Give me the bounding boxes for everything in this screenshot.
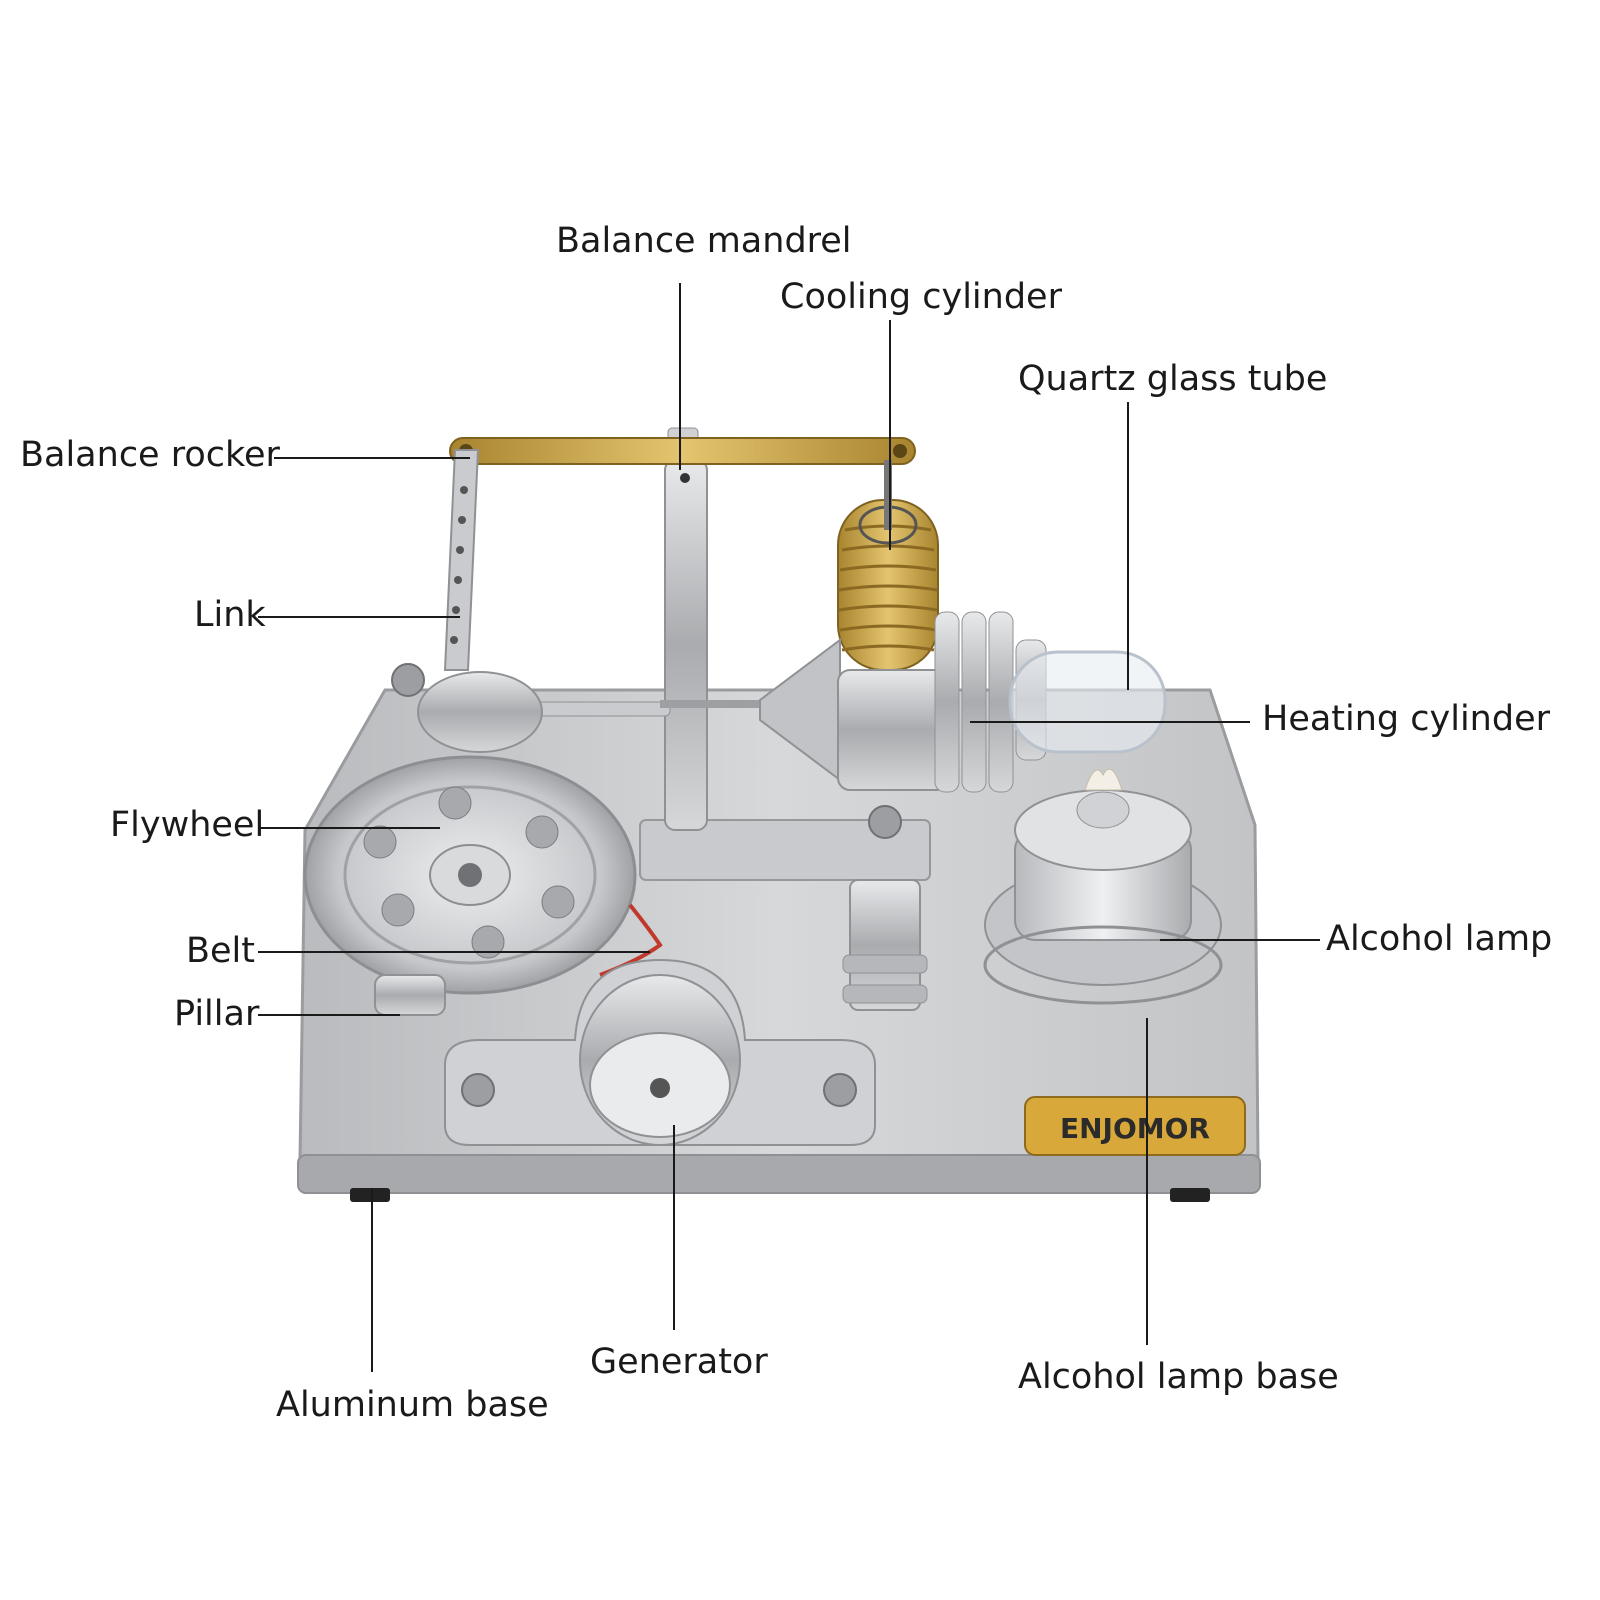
- label-cooling-cylinder: Cooling cylinder: [780, 277, 1062, 317]
- brand-logo-text: ENJOMOR: [1060, 1112, 1210, 1145]
- frame: [391, 663, 931, 1011]
- label-link: Link: [194, 595, 266, 635]
- leader-lines: [258, 283, 1320, 1372]
- alcohol-lamp: [983, 768, 1223, 1005]
- brand-plate: ENJOMOR: [1024, 1096, 1246, 1156]
- balance-rocker: [449, 437, 916, 465]
- crank-hub: [417, 671, 543, 753]
- label-generator: Generator: [590, 1342, 768, 1382]
- label-belt: Belt: [186, 931, 255, 971]
- cooling-cylinder: [837, 460, 939, 671]
- quartz-glass-tube: [1008, 650, 1167, 754]
- label-flywheel: Flywheel: [110, 805, 265, 845]
- label-pillar: Pillar: [174, 994, 260, 1034]
- label-aluminum-base: Aluminum base: [276, 1385, 549, 1425]
- generator: [444, 958, 876, 1146]
- label-heating-cylinder: Heating cylinder: [1262, 699, 1550, 739]
- flywheel: [303, 755, 637, 995]
- label-alcohol-lamp-base: Alcohol lamp base: [1018, 1357, 1339, 1397]
- balance-mandrel: [664, 427, 708, 831]
- label-quartz-glass-tube: Quartz glass tube: [1018, 359, 1328, 399]
- label-balance-mandrel: Balance mandrel: [556, 221, 852, 261]
- link-arm: [443, 449, 780, 717]
- label-alcohol-lamp: Alcohol lamp: [1326, 919, 1553, 959]
- pillar: [374, 974, 446, 1016]
- label-balance-rocker: Balance rocker: [20, 435, 280, 475]
